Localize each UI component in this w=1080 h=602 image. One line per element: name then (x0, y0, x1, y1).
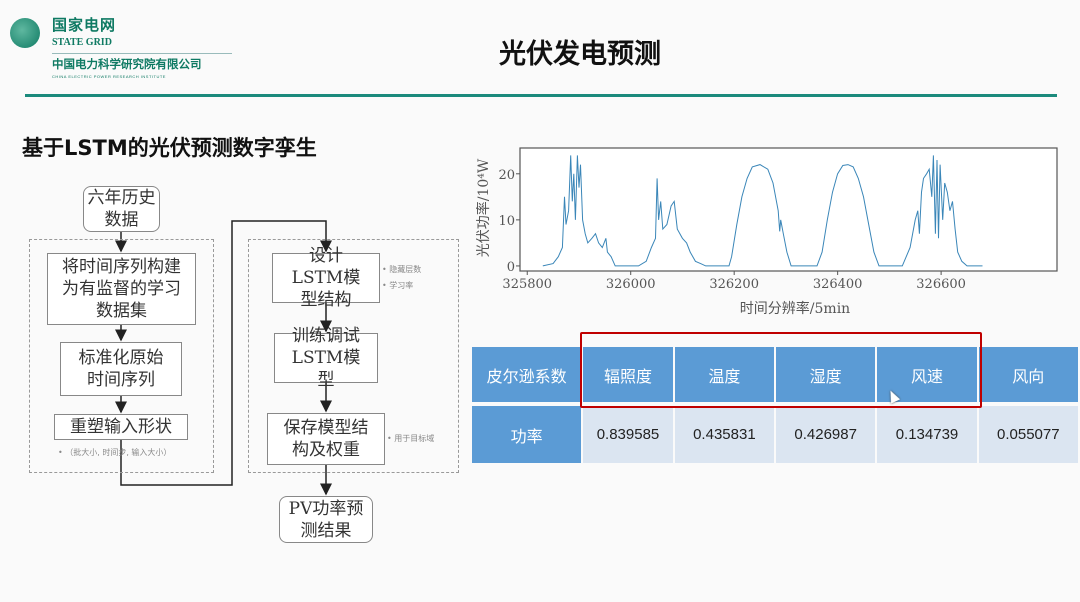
header-wind-speed: 风速 (877, 347, 977, 402)
pv-power-series (542, 155, 983, 267)
pv-power-chart: 325800 326000 326200 326400 326600 0 10 20 时间分辨… (476, 147, 1058, 317)
y-tick-label: 10 (498, 214, 515, 229)
title-rule (25, 94, 1057, 97)
table-row: 功率 0.839585 0.435831 0.426987 0.134739 0… (472, 406, 1078, 463)
flow-step-reshape: 重塑输入形状 (54, 414, 188, 440)
value-wind-direction: 0.055077 (978, 406, 1078, 463)
reshape-note-text: （批大小, 时间步, 输入大小） (65, 448, 172, 457)
header-temperature: 温度 (674, 347, 775, 402)
y-tick-label: 0 (507, 260, 515, 275)
flow-step-normalize: 标准化原始时间序列 (60, 342, 182, 396)
header-wind-direction: 风向 (978, 347, 1078, 402)
logo-text-cn: 国家电网 (52, 16, 117, 34)
design-note-1: • 隐藏层数 (382, 265, 422, 274)
flow-start: 六年历史数据 (83, 186, 160, 232)
pearson-table: 皮尔逊系数 辐照度 温度 湿度 风速 风向 功率 0.839585 0.4358… (470, 343, 1080, 467)
row-label-power: 功率 (472, 406, 582, 463)
logo-text-en: STATE GRID (52, 37, 112, 48)
model-group (248, 239, 459, 473)
logo-divider (52, 53, 232, 54)
flow-step-design: 设计LSTM模型结构 (272, 246, 380, 310)
org-name-cn: 中国电力科学研究院有限公司 (52, 57, 202, 71)
design-note-1-text: 隐藏层数 (389, 265, 422, 274)
header-humidity: 湿度 (776, 347, 876, 402)
reshape-note: • （批大小, 时间步, 输入大小） (58, 448, 172, 457)
y-axis-label: 光伏功率/10⁴W (476, 158, 492, 257)
x-tick-label: 326000 (606, 277, 656, 292)
save-note-text: 用于目标域 (394, 434, 435, 443)
value-humidity: 0.426987 (776, 406, 876, 463)
x-tick-label: 326200 (709, 277, 759, 292)
plot-frame (519, 147, 1058, 272)
flowchart-connectors (115, 220, 332, 496)
section-subtitle: 基于LSTM的光伏预测数字孪生 (22, 136, 317, 160)
preprocess-group (29, 239, 214, 473)
save-note: • 用于目标域 (387, 434, 435, 443)
value-wind-speed: 0.134739 (877, 406, 977, 463)
x-tick-label: 326400 (813, 277, 863, 292)
state-grid-logo-icon (10, 18, 40, 48)
org-name-en: CHINA ELECTRIC POWER RESEARCH INSTITUTE (52, 74, 166, 79)
x-axis-label: 时间分辨率/5min (740, 300, 850, 317)
header-irradiance: 辐照度 (583, 347, 673, 402)
table-corner: 皮尔逊系数 (472, 347, 582, 402)
value-irradiance: 0.839585 (583, 406, 673, 463)
table-header-row: 皮尔逊系数 辐照度 温度 湿度 风速 风向 (472, 347, 1078, 402)
x-tick-label: 325800 (502, 277, 552, 292)
highlight-box (580, 332, 982, 408)
x-tick-label: 326600 (916, 277, 966, 292)
value-temperature: 0.435831 (674, 406, 775, 463)
flow-step-supervised: 将时间序列构建为有监督的学习数据集 (47, 253, 196, 325)
slide-title: 光伏发电预测 (499, 39, 661, 70)
flow-step-save: 保存模型结构及权重 (267, 413, 385, 465)
design-note-2: • 学习率 (382, 281, 414, 290)
design-note-2-text: 学习率 (389, 281, 414, 290)
y-tick-label: 20 (498, 168, 515, 183)
flow-end: PV功率预测结果 (279, 496, 373, 543)
flow-step-train: 训练调试LSTM模型 (274, 326, 378, 390)
